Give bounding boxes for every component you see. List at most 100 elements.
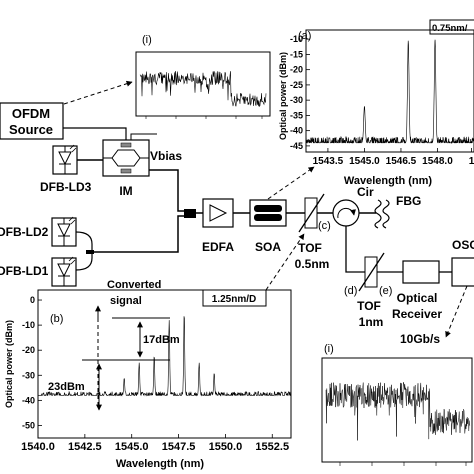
- res-box-to-tof-arrow: [265, 233, 305, 291]
- im-label: IM: [119, 184, 132, 198]
- tof-05-block: TOF 0.5nm: [295, 193, 330, 271]
- panel-b-resolution-text: 1.25nm/D: [212, 294, 256, 305]
- panel-a-x-tick-label: 1546.5: [386, 156, 417, 167]
- emission-arrows-icon: [68, 216, 76, 225]
- vbias-label: Vbias: [150, 149, 182, 163]
- dfb-ld1-label: DFB-LD1: [0, 264, 49, 278]
- tof-05-label-2: 0.5nm: [295, 257, 330, 271]
- panel-a-x-tick-label: 1543.5: [313, 156, 344, 167]
- panel-b-y-tick-label: -50: [22, 420, 35, 430]
- receiver-label-1: Optical: [397, 291, 438, 305]
- panel-b-resolution-box: 1.25nm/D: [202, 289, 267, 307]
- panel-b-ylabel: Optical power (dBm): [4, 320, 14, 408]
- panel-a-spectrum: [305, 39, 474, 144]
- filter-arrow-icon: [358, 252, 385, 292]
- panel-a-y-tick-label: -20: [290, 65, 303, 75]
- osc-block: OSC: [451, 238, 474, 287]
- panel-b: (b) 1540.0 1542.5 1545.0 1547.5 1550.0 1552.5…: [4, 279, 292, 470]
- panel-a-y-tick-label: -15: [290, 49, 303, 59]
- panel-a-x-tick-label: 1545.0: [349, 156, 380, 167]
- panel-a-y-tick-label: -45: [290, 141, 303, 151]
- inset-i-top-signal: [139, 70, 267, 107]
- soa-to-panel-a-arrow: [267, 166, 315, 200]
- inset-i-top-tiny-ticks: [145, 116, 263, 119]
- osc-to-inset-arrow: [445, 285, 468, 338]
- emission-arrows-icon: [68, 256, 76, 265]
- panel-b-ticks: 1540.0 1542.5 1545.0 1547.5 1550.0 1552.5 0 -10…: [21, 295, 289, 453]
- im-modulator-block: IM: [102, 139, 150, 198]
- inset-i-bottom-frame: [321, 357, 473, 463]
- main-coupler-icon: [184, 209, 196, 218]
- ofdm-to-im-line: [63, 127, 127, 140]
- inset-i-bottom-tiny-ticks: [339, 462, 467, 466]
- ofdm-source-label-2: Source: [9, 122, 53, 137]
- edfa-label: EDFA: [202, 240, 234, 254]
- panel-a-x-tick-label: 1: [469, 156, 474, 167]
- tag-d: (d): [344, 285, 357, 297]
- soa-block: SOA: [249, 199, 287, 254]
- circulator-block: Cir: [332, 185, 374, 227]
- converted-signal-label-2: signal: [110, 295, 142, 307]
- amplifier-icon: [209, 204, 228, 222]
- panel-a-y-tick-label: -35: [290, 110, 303, 120]
- panel-a-ylabel: Optical power (dBm): [278, 52, 288, 140]
- panel-a-xlabel: Wavelength (nm): [344, 175, 433, 187]
- filter-arrow-icon: [298, 193, 325, 233]
- fbg-block: FBG: [374, 194, 421, 229]
- ofdm-source-label-1: OFDM: [12, 106, 50, 121]
- ld-to-coupler-fiber: [94, 215, 186, 253]
- dfb-ld1-block: DFB-LD1: [0, 256, 77, 287]
- panel-a-x-tick-label: 1548.0: [422, 156, 453, 167]
- tag-e: (e): [379, 285, 392, 297]
- circulator-arrow-icon: [337, 207, 356, 219]
- delta-17-label: 17dBm: [143, 334, 180, 346]
- panel-b-xlabel: Wavelength (nm): [116, 458, 205, 470]
- tof-1-label-2: 1nm: [359, 315, 384, 329]
- optical-receiver-block: Optical Receiver 10Gb/s: [392, 260, 442, 346]
- inset-i-bottom: (i): [321, 343, 473, 466]
- receiver-label-3: 10Gb/s: [400, 332, 440, 346]
- edfa-block: EDFA: [202, 198, 234, 254]
- tof-05-label-1: TOF: [298, 241, 322, 255]
- panel-b-x-tick-label: 1545.0: [115, 441, 149, 453]
- panel-b-spectrum: [37, 316, 292, 397]
- dfb-ld3-label: DFB-LD3: [40, 180, 92, 194]
- dfb-ld2-label: DFB-LD2: [0, 225, 49, 239]
- panel-b-x-tick-label: 1547.5: [162, 441, 196, 453]
- converted-signal-label-1: Converted: [107, 279, 161, 291]
- dfb-ld2-block: DFB-LD2: [0, 216, 77, 247]
- panel-a-y-tick-label: -40: [290, 126, 303, 136]
- panel-b-x-tick-label: 1542.5: [68, 441, 102, 453]
- inset-i-top-label: (i): [142, 34, 152, 46]
- inset-i-bottom-label: (i): [324, 343, 334, 355]
- ofdm-to-inset-arrow: [63, 80, 133, 105]
- inset-i-bottom-signal: [325, 382, 471, 441]
- panel-a-y-tick-label: -30: [290, 95, 303, 105]
- panel-b-y-tick-label: -40: [22, 395, 35, 405]
- panel-b-x-tick-label: 1550.0: [209, 441, 243, 453]
- panel-b-x-tick-label: 1540.0: [21, 441, 55, 453]
- inset-i-top-frame: [135, 51, 271, 117]
- panel-a-resolution-text: 0.75nm/: [432, 23, 468, 34]
- panel-b-label: (b): [50, 313, 63, 325]
- soa-label: SOA: [255, 240, 281, 254]
- receiver-label-2: Receiver: [392, 307, 442, 321]
- panel-b-x-tick-label: 1552.5: [255, 441, 289, 453]
- ofdm-source-block: OFDM Source: [0, 102, 64, 140]
- panel-b-y-tick-label: -30: [22, 370, 35, 380]
- dfb-ld3-block: DFB-LD3: [40, 144, 92, 194]
- osc-label: OSC: [452, 238, 474, 252]
- panel-b-y-tick-label: -20: [22, 345, 35, 355]
- fbg-label: FBG: [396, 194, 421, 208]
- tof-1-label-1: TOF: [357, 299, 381, 313]
- tag-c: (c): [318, 220, 331, 232]
- panel-b-y-tick-label: -10: [22, 320, 35, 330]
- panel-b-y-tick-label: 0: [30, 295, 35, 305]
- emission-arrows-icon: [69, 144, 77, 153]
- tof-1-block: TOF 1nm: [357, 252, 385, 329]
- coupler-ld-icon: [86, 250, 94, 254]
- cir-label: Cir: [357, 185, 374, 199]
- vbias-line: [130, 133, 157, 140]
